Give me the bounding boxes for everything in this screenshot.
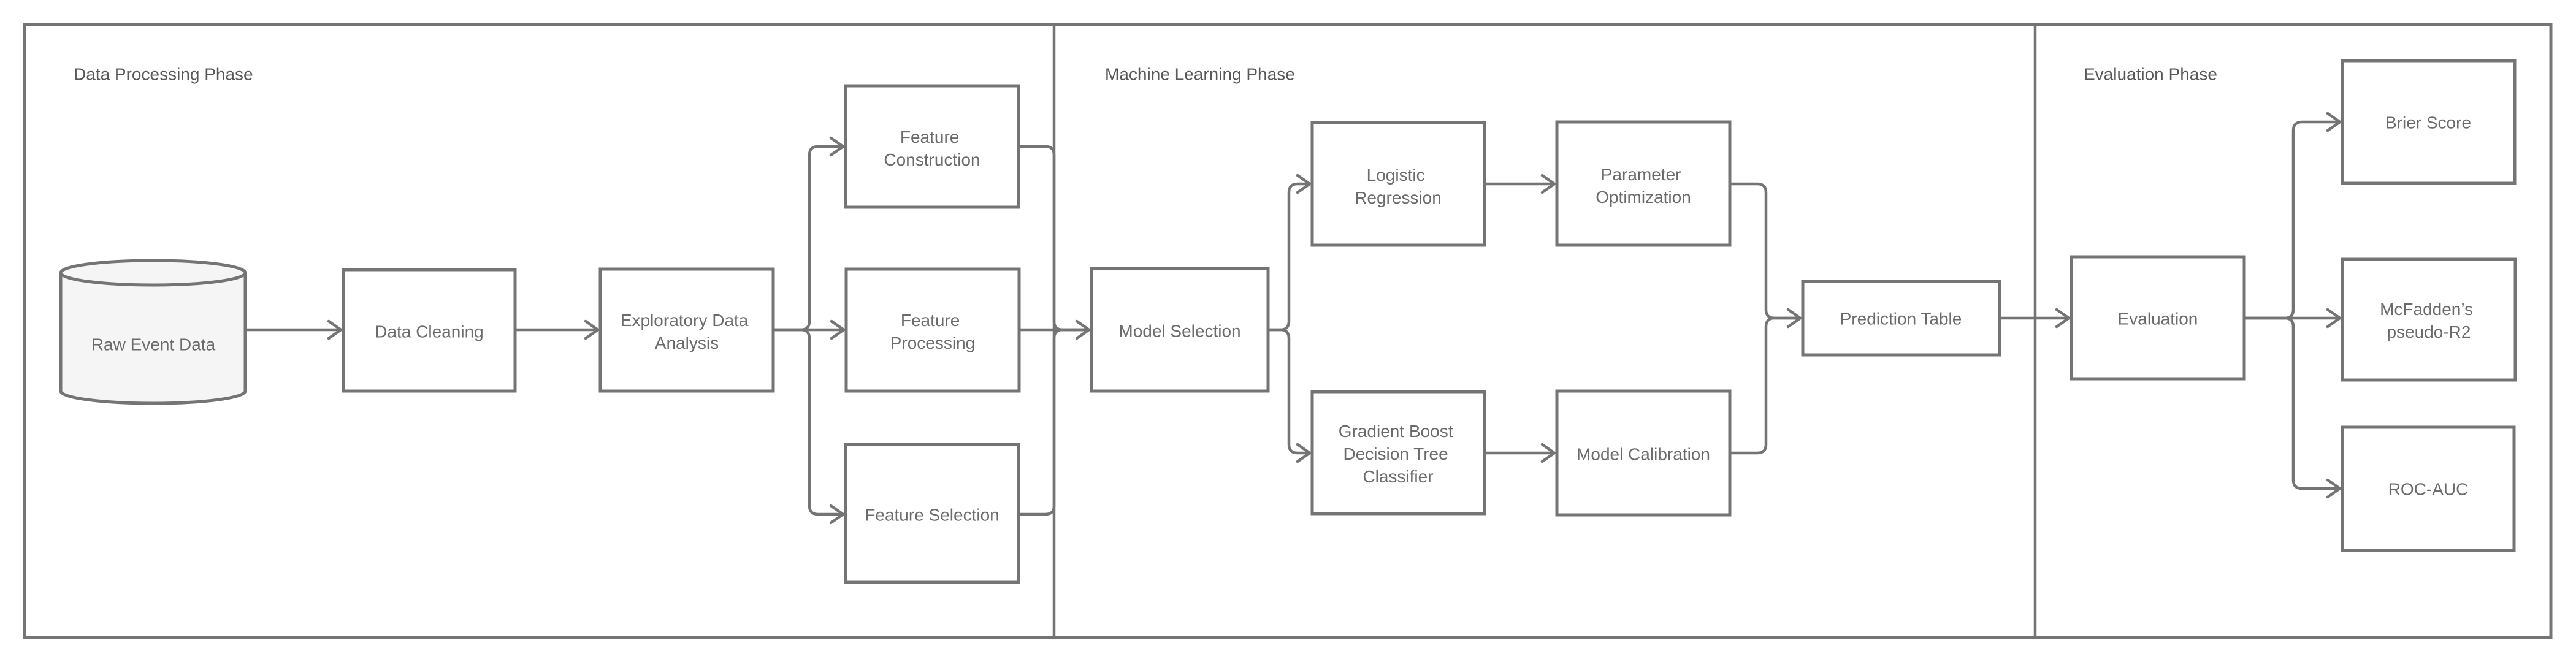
node-exploratory-data-analysis: Exploratory Data Analysis	[598, 267, 775, 393]
feature-selection-label: Feature Selection	[865, 506, 999, 525]
edge-evaluation-to-roc-auc	[2244, 316, 2337, 490]
raw-event-data-cylinder-top	[59, 259, 247, 287]
node-model-selection: Model Selection	[1090, 267, 1270, 393]
node-brier-score: Brier Score	[2341, 59, 2517, 185]
node-raw-event-data: Raw Event Data	[59, 259, 247, 405]
node-prediction-table: Prediction Table	[1801, 280, 2001, 357]
arrowhead-into-gbdt-classifier	[1296, 443, 1312, 463]
node-mcfaddens-pseudo-r2: McFadden’s pseudo-R2	[2341, 257, 2517, 382]
node-roc-auc: ROC-AUC	[2341, 425, 2516, 552]
exploratory-data-analysis-box	[598, 267, 775, 393]
arrowhead-into-parameter-optimization	[1540, 173, 1556, 194]
brier-score-box	[2341, 59, 2517, 185]
node-parameter-optimization: Parameter Optimization	[1555, 120, 1732, 247]
edge-model-selection-to-logistic-regression	[1268, 182, 1307, 332]
arrowhead-into-model-calibration	[1540, 443, 1556, 463]
arrowhead-into-prediction-table	[1786, 308, 1802, 329]
logistic-regression-box	[1310, 121, 1486, 247]
model-selection-label: Model Selection	[1118, 322, 1240, 341]
edge-model-calibration-to-prediction-table	[1730, 316, 1798, 455]
node-model-calibration: Model Calibration	[1555, 389, 1732, 517]
edge-feature-selection-to-model-selection	[1019, 328, 1087, 516]
node-data-cleaning: Data Cleaning	[342, 268, 517, 393]
arrowhead-into-mcfaddens-pseudo-r2	[2326, 308, 2342, 329]
prediction-table-label: Prediction Table	[1840, 310, 1962, 329]
edge-evaluation-to-brier-score	[2244, 120, 2337, 320]
arrowhead-into-model-selection	[1075, 319, 1091, 340]
parameter-optimization-label: Parameter Optimization	[1596, 165, 1691, 207]
node-gbdt-classifier: Gradient Boost Decision Tree Classifier	[1310, 390, 1486, 516]
edges	[245, 112, 2342, 525]
raw-event-data-cylinder-body	[59, 273, 247, 405]
model-calibration-box	[1555, 389, 1732, 517]
feature-processing-label: Feature Processing	[890, 311, 976, 352]
arrowhead-into-data-cleaning	[327, 319, 343, 340]
edge-feature-construction-to-model-selection	[1019, 145, 1087, 332]
brier-score-label: Brier Score	[2385, 113, 2471, 132]
arrowhead-into-logistic-regression	[1296, 173, 1312, 194]
raw-event-data-label: Raw Event Data	[91, 335, 216, 354]
model-calibration-label: Model Calibration	[1577, 445, 1710, 464]
roc-auc-label: ROC-AUC	[2388, 480, 2469, 499]
exploratory-data-analysis-label: Exploratory Data Analysis	[621, 311, 753, 352]
node-evaluation: Evaluation	[2070, 255, 2246, 381]
mcfaddens-pseudo-r2-label: McFadden’s pseudo-R2	[2380, 300, 2478, 341]
arrowhead-into-feature-selection	[829, 504, 845, 525]
evaluation-box	[2070, 255, 2246, 381]
phase-title-evaluation: Evaluation Phase	[2084, 65, 2217, 84]
arrowhead-into-roc-auc	[2326, 478, 2342, 499]
node-logistic-regression: Logistic Regression	[1310, 121, 1486, 247]
data-cleaning-label: Data Cleaning	[375, 322, 483, 341]
prediction-table-box	[1801, 280, 2001, 357]
arrowhead-into-brier-score	[2326, 112, 2342, 132]
node-feature-processing: Feature Processing	[844, 267, 1021, 393]
diagram-border	[23, 23, 2553, 639]
logistic-regression-label: Logistic Regression	[1355, 166, 1442, 207]
feature-construction-box	[844, 84, 1020, 209]
arrowhead-into-exploratory	[584, 319, 600, 340]
node-feature-selection: Feature Selection	[844, 443, 1020, 584]
node-feature-construction: Feature Construction	[844, 84, 1020, 209]
phase-title-data-processing: Data Processing Phase	[74, 65, 253, 84]
parameter-optimization-box	[1555, 120, 1732, 247]
edge-exploratory-to-feature-construction	[773, 145, 841, 332]
edge-model-selection-to-gbdt-classifier	[1268, 328, 1307, 455]
feature-construction-label: Feature Construction	[884, 127, 980, 169]
evaluation-label: Evaluation	[2118, 310, 2198, 329]
gbdt-classifier-label: Gradient Boost Decision Tree Classifier	[1339, 422, 1458, 486]
gbdt-classifier-box	[1310, 390, 1486, 516]
model-selection-box	[1090, 267, 1270, 393]
data-cleaning-box	[342, 268, 517, 393]
roc-auc-box	[2341, 425, 2516, 552]
arrowhead-into-evaluation	[2055, 308, 2071, 329]
feature-processing-box	[844, 267, 1021, 393]
feature-selection-box	[844, 443, 1020, 584]
mcfaddens-pseudo-r2-box	[2341, 257, 2517, 382]
arrowhead-into-feature-processing	[830, 319, 846, 340]
edge-parameter-optimization-to-prediction-table	[1730, 182, 1798, 320]
phase-title-machine-learning: Machine Learning Phase	[1105, 65, 1295, 84]
arrowhead-into-feature-construction	[829, 136, 845, 157]
edge-exploratory-to-feature-selection	[773, 328, 841, 516]
